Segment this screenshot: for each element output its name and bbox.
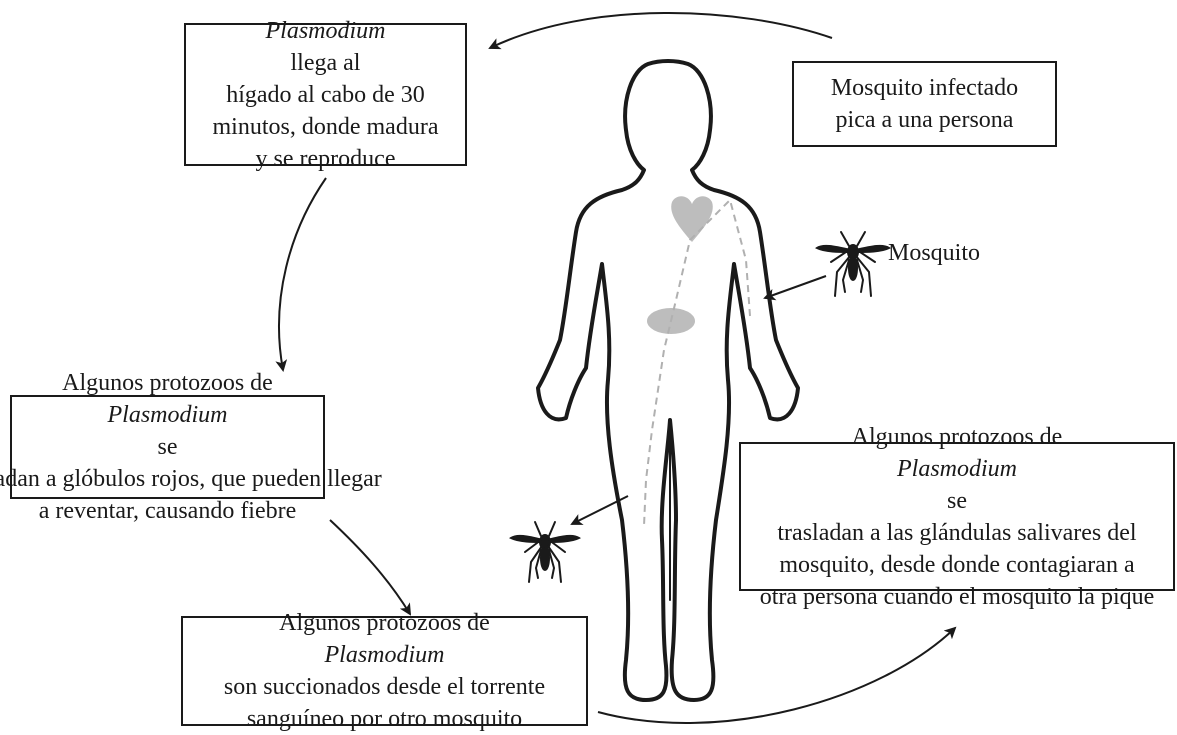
box-text-line: mosquito, desde donde contagiaran a xyxy=(779,549,1134,581)
arrow-mosquito-to-arm xyxy=(763,275,827,301)
box-text-line: Plasmodium llega al xyxy=(266,15,386,79)
arrow-suck-to-salivary xyxy=(597,626,957,724)
heart-icon xyxy=(671,196,713,242)
text-segment: otra persona cuando el mosquito la pique xyxy=(759,583,1155,610)
genus-name: Plasmodium xyxy=(897,455,1017,482)
text-segment: hígado al cabo de 30 xyxy=(226,81,425,108)
text-segment: se xyxy=(947,487,967,514)
box-text-line: Algunos protozoos de Plasmodium se xyxy=(62,367,273,463)
text-segment: sanguíneo por otro mosquito xyxy=(246,706,523,732)
arrow-leg-to-mosquito xyxy=(570,495,629,525)
text-segment: Mosquito infectado xyxy=(830,75,1019,101)
text-segment: llega al xyxy=(290,49,361,76)
text-segment: y se reproduce xyxy=(255,145,396,172)
text-segment: Algunos protozoos de xyxy=(851,423,1063,450)
text-segment: se xyxy=(157,434,178,460)
box-text-line: Algunos protozoos de Plasmodium se xyxy=(852,421,1063,517)
mosquito-label: Mosquito xyxy=(888,240,981,266)
text-segment: pica a una persona xyxy=(835,107,1014,133)
box-text-line: otra persona cuando el mosquito la pique xyxy=(760,581,1155,613)
text-segment: minutos, donde madura xyxy=(212,113,439,140)
box-text-line: trasladan a las glándulas salivares del xyxy=(777,517,1136,549)
step-red-blood-cells-box: Algunos protozoos de Plasmodium se trasla… xyxy=(0,370,382,524)
box-text-line: Mosquito infectado xyxy=(831,72,1018,104)
cycle-arrows xyxy=(275,12,957,724)
human-body-outline-icon xyxy=(536,59,800,702)
box-text-line: a reventar, causando fiebre xyxy=(39,495,297,527)
text-segment: trasladan a las glándulas salivares del xyxy=(777,519,1137,546)
arrow-liver-to-rbc xyxy=(275,177,327,372)
text-segment: Algunos protozoos de xyxy=(279,610,490,636)
box-text-line: hígado al cabo de 30 xyxy=(226,79,425,111)
step-sucked-by-mosquito-box: Algunos protozoos de Plasmodium son succi… xyxy=(181,610,588,732)
box-text-line: pica a una persona xyxy=(836,104,1014,136)
step-bite-box: Mosquito infectado pica a una persona xyxy=(792,61,1057,147)
box-text-line: son succionados desde el torrente xyxy=(224,671,545,703)
box-text-line: minutos, donde madura xyxy=(213,111,439,143)
text-segment: Algunos protozoos de xyxy=(62,370,273,396)
text-segment: trasladan a glóbulos rojos, que pueden l… xyxy=(0,466,382,492)
arrow-bite-to-liver xyxy=(488,12,833,50)
text-segment: son succionados desde el torrente xyxy=(223,674,546,700)
text-segment: a reventar, causando fiebre xyxy=(38,498,297,524)
text-segment: mosquito, desde donde contagiaran a xyxy=(779,551,1135,578)
box-text-line: sanguíneo por otro mosquito xyxy=(247,703,522,735)
arrow-rbc-to-suck xyxy=(329,519,412,616)
genus-name: Plasmodium xyxy=(265,17,386,44)
genus-name: Plasmodium xyxy=(324,642,445,668)
box-text-line: trasladan a glóbulos rojos, que pueden l… xyxy=(0,463,382,495)
mosquito-icon xyxy=(815,231,891,297)
genus-name: Plasmodium xyxy=(107,402,228,428)
box-text-line: Algunos protozoos de Plasmodium xyxy=(279,607,490,671)
mosquito-icon xyxy=(509,521,581,583)
box-text-line: y se reproduce xyxy=(256,143,396,175)
parasite-path xyxy=(643,198,751,527)
